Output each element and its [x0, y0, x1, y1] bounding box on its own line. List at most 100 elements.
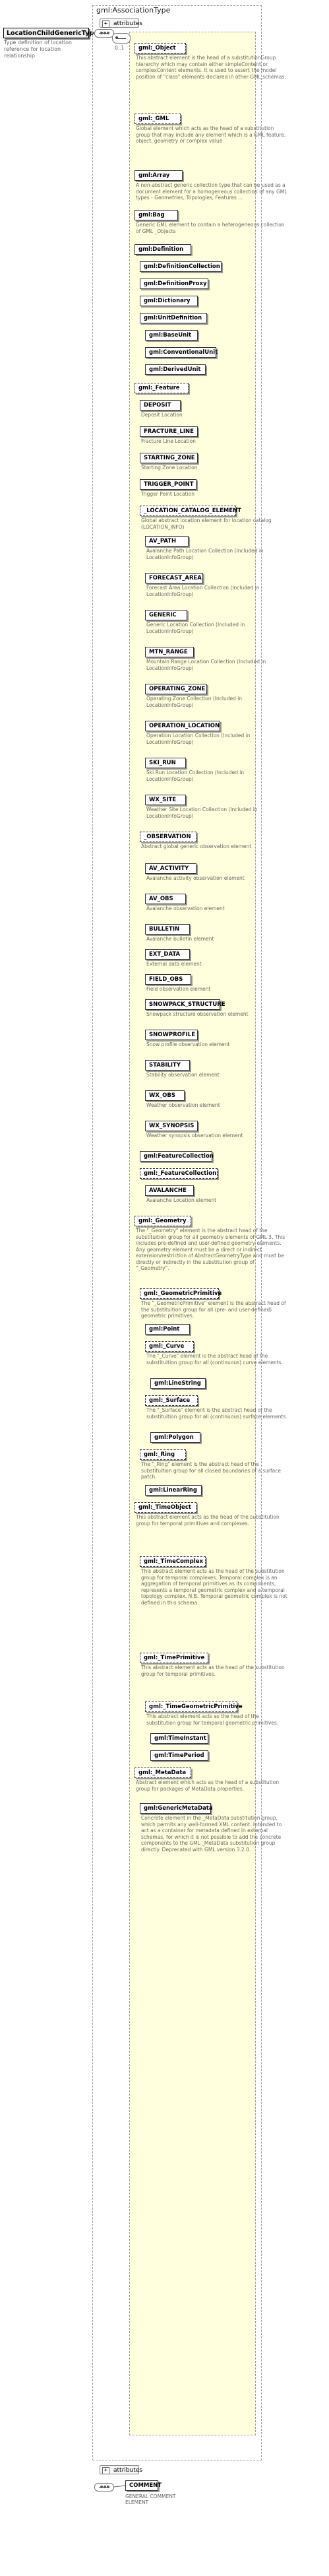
element-label: gml:_GeometricPrimitive [144, 1290, 222, 1297]
element-box[interactable]: gml:DerivedUnit [145, 364, 206, 375]
comment-element[interactable]: COMMENT [125, 2480, 162, 2491]
element-box[interactable]: gml:_GML [135, 114, 181, 124]
element-box[interactable]: gml:_TimeObject [135, 1502, 196, 1513]
element-label: gml:_TimeComplex [144, 1558, 204, 1565]
element-box[interactable]: STABILITY [145, 1060, 190, 1071]
element-doc: The "_Curve" element is the abstract hea… [146, 1353, 283, 1366]
element-box[interactable]: gml:TimePeriod [150, 1750, 208, 1761]
element-box[interactable]: DEPOSIT [140, 400, 181, 411]
element-label: gml:DefinitionCollection [144, 263, 220, 270]
element-box[interactable]: gml:FeatureCollection [140, 1151, 214, 1162]
element-label: GENERIC [149, 612, 177, 618]
expand-plus-icon: + [102, 2467, 109, 2474]
element-box[interactable]: MTN_RANGE [145, 647, 194, 657]
element-box[interactable]: gml:Definition [135, 244, 191, 255]
element-doc: Weather Site Location Collection (Includ… [146, 807, 258, 819]
element-box[interactable]: BULLETIN [145, 924, 190, 935]
element-label: OPERATION_LOCATION [149, 723, 220, 729]
element-label: gml:Bag [138, 212, 165, 218]
element-label: gml:_FeatureCollection [144, 1170, 217, 1177]
choice-multiplicity: 0..1 [115, 45, 125, 51]
element-box[interactable]: AV_OBS [145, 894, 186, 904]
element-box[interactable]: FRACTURE_LINE [140, 426, 198, 437]
element-box[interactable]: GENERIC [145, 610, 187, 620]
element-box[interactable]: gml:DefinitionProxy [140, 279, 208, 289]
element-box[interactable]: gml:Bag [135, 210, 178, 220]
element-box[interactable]: SNOWPACK_STRUCTURE [145, 999, 225, 1010]
element-label: DEPOSIT [144, 402, 171, 409]
root-element[interactable]: LocationChildGenericType [3, 28, 98, 38]
element-label: gml:LineString [154, 1380, 201, 1387]
element-box[interactable]: AVALANCHE [145, 1185, 194, 1196]
element-doc: Weather synopsis observation element [146, 1133, 243, 1139]
element-box[interactable]: gml:_TimeComplex [140, 1556, 206, 1567]
element-box[interactable]: gml:GenericMetaData [140, 1803, 213, 1814]
element-box[interactable]: gml:BaseUnit [145, 330, 198, 341]
attributes-box[interactable]: + attributes [100, 18, 142, 28]
element-box[interactable]: gml:_Object [135, 43, 186, 53]
element-box[interactable]: gml:ConventionalUnit [145, 347, 218, 358]
element-box[interactable]: EXT_DATA [145, 949, 190, 960]
element-box[interactable]: SNOWPROFILE [145, 1030, 198, 1040]
element-box[interactable]: gml:_Feature [135, 383, 189, 393]
element-box[interactable]: gml:_MetaData [135, 1767, 191, 1778]
element-box[interactable]: gml:LinearRing [145, 1485, 202, 1496]
element-label: WX_SITE [149, 797, 177, 803]
element-doc: Snowpack structure observation element [146, 1011, 249, 1017]
element-label: gml:FeatureCollection [144, 1153, 214, 1160]
element-box[interactable]: gml:TimeInstant [150, 1733, 208, 1744]
element-box[interactable]: gml:_Curve [145, 1341, 194, 1352]
element-box[interactable]: TRIGGER_POINT [140, 479, 196, 490]
element-label: gml:TimeInstant [154, 1735, 206, 1742]
element-box[interactable]: gml:_Geometry [135, 1216, 191, 1226]
element-box[interactable]: gml:_Ring [140, 1449, 186, 1460]
element-box[interactable]: AV_PATH [145, 536, 189, 546]
element-box[interactable]: WX_SYNOPSIS [145, 1121, 198, 1131]
element-box[interactable]: gml:Point [145, 1324, 190, 1335]
element-doc: Mountain Range Location Collection (Incl… [146, 659, 266, 671]
element-box[interactable]: gml:Polygon [150, 1432, 200, 1443]
element-box[interactable]: OPERATION_LOCATION [145, 721, 220, 731]
element-doc: Fracture Line Location [141, 438, 196, 444]
element-label: gml:DefinitionProxy [144, 281, 207, 287]
element-box[interactable]: gml:LineString [150, 1378, 206, 1389]
element-box[interactable]: STARTING_ZONE [140, 453, 198, 463]
element-label: gml:LinearRing [149, 1487, 197, 1494]
element-box[interactable]: WX_SITE [145, 795, 186, 805]
element-box[interactable]: FORECAST_AREA [145, 573, 203, 583]
element-label: gml:_TimeGeometricPrimitive [149, 1703, 243, 1710]
element-box[interactable]: gml:Dictionary [140, 296, 198, 306]
element-box[interactable]: gml:_TimeGeometricPrimitive [145, 1701, 243, 1712]
element-box[interactable]: gml:Array [135, 170, 183, 181]
element-box[interactable]: gml:_TimePrimitive [140, 1653, 208, 1663]
element-box[interactable]: SKI_RUN [145, 758, 186, 768]
element-label: gml:UnitDefinition [144, 315, 202, 321]
element-label: gml:_Surface [149, 1397, 191, 1404]
element-doc: This abstract element acts as the head o… [141, 1568, 287, 1606]
root-element-doc: Type definition of location reference fo… [4, 40, 73, 59]
element-box[interactable]: WX_OBS [145, 1090, 185, 1101]
element-doc: Weather observation element [146, 1102, 220, 1108]
element-box[interactable]: gml:_GeometricPrimitive [140, 1288, 222, 1299]
element-doc: Generic GML element to contain a heterog… [136, 222, 285, 234]
element-box[interactable]: gml:DefinitionCollection [140, 261, 222, 272]
element-box[interactable]: OPERATING_ZONE [145, 684, 207, 694]
bottom-attributes-box[interactable]: + attributes [100, 2465, 142, 2474]
element-doc: Stability observation element [146, 1072, 220, 1078]
element-box[interactable]: FIELD_OBS [145, 974, 191, 985]
element-doc: The "_Ring" element is the abstract head… [141, 1461, 281, 1480]
element-doc: Operating Zone Collection (Included in L… [146, 696, 243, 708]
element-doc: Field observation element [146, 986, 211, 992]
element-box[interactable]: gml:_Surface [145, 1395, 198, 1406]
choice-compositor [112, 33, 131, 44]
element-doc: Trigger Point Location [141, 491, 194, 497]
element-doc: Starting Zone Location [141, 465, 198, 471]
element-box[interactable]: gml:UnitDefinition [140, 313, 207, 323]
association-type-title: gml:AssociationType [96, 6, 171, 15]
element-label: gml:_GML [138, 116, 169, 122]
element-box[interactable]: AV_ACTIVITY [145, 863, 196, 874]
element-box[interactable]: _OBSERVATION [140, 832, 196, 842]
element-doc: Deposit Location [141, 412, 183, 418]
element-box[interactable]: gml:_FeatureCollection [140, 1168, 218, 1179]
element-box[interactable]: _LOCATION_CATALOG_ELEMENT [140, 506, 241, 516]
